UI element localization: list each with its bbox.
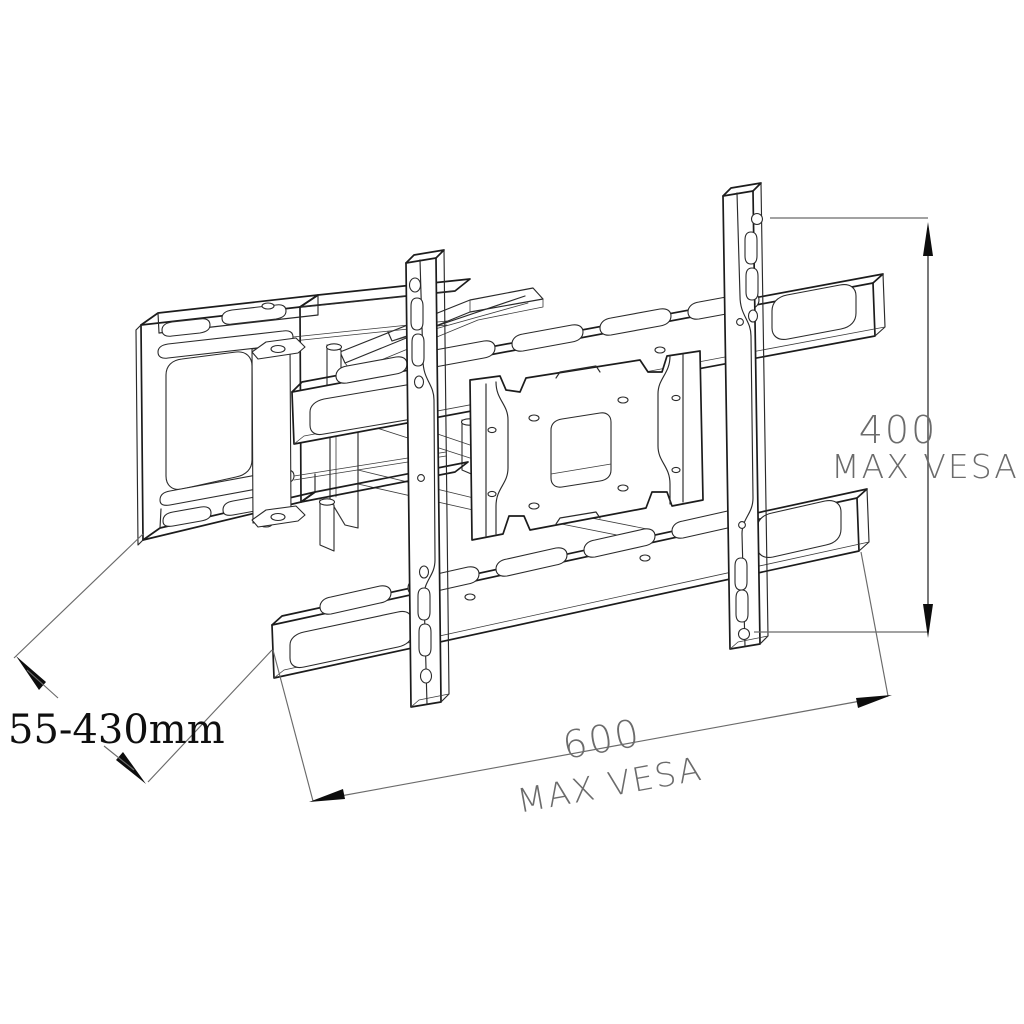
dimension-horizontal-value: 600 (559, 711, 644, 768)
dimension-depth-value: 55-430mm (8, 707, 225, 753)
dimension-vertical-400: 400 MAX VESA (754, 217, 1019, 638)
arrow-head-right (856, 695, 892, 708)
wall-mounting-plate (135, 278, 471, 546)
dimension-depth-range: 55-430mm (8, 533, 273, 784)
arrow-head-left (309, 789, 345, 802)
dimension-vertical-value: 400 (859, 408, 938, 452)
right-vertical-rail (722, 182, 769, 650)
arrow-head-down (923, 604, 933, 638)
center-tv-mount-plate (469, 350, 704, 541)
arrow-head-up (923, 222, 933, 256)
left-vertical-rail (405, 249, 450, 708)
dimension-vertical-label: MAX VESA (831, 447, 1019, 486)
